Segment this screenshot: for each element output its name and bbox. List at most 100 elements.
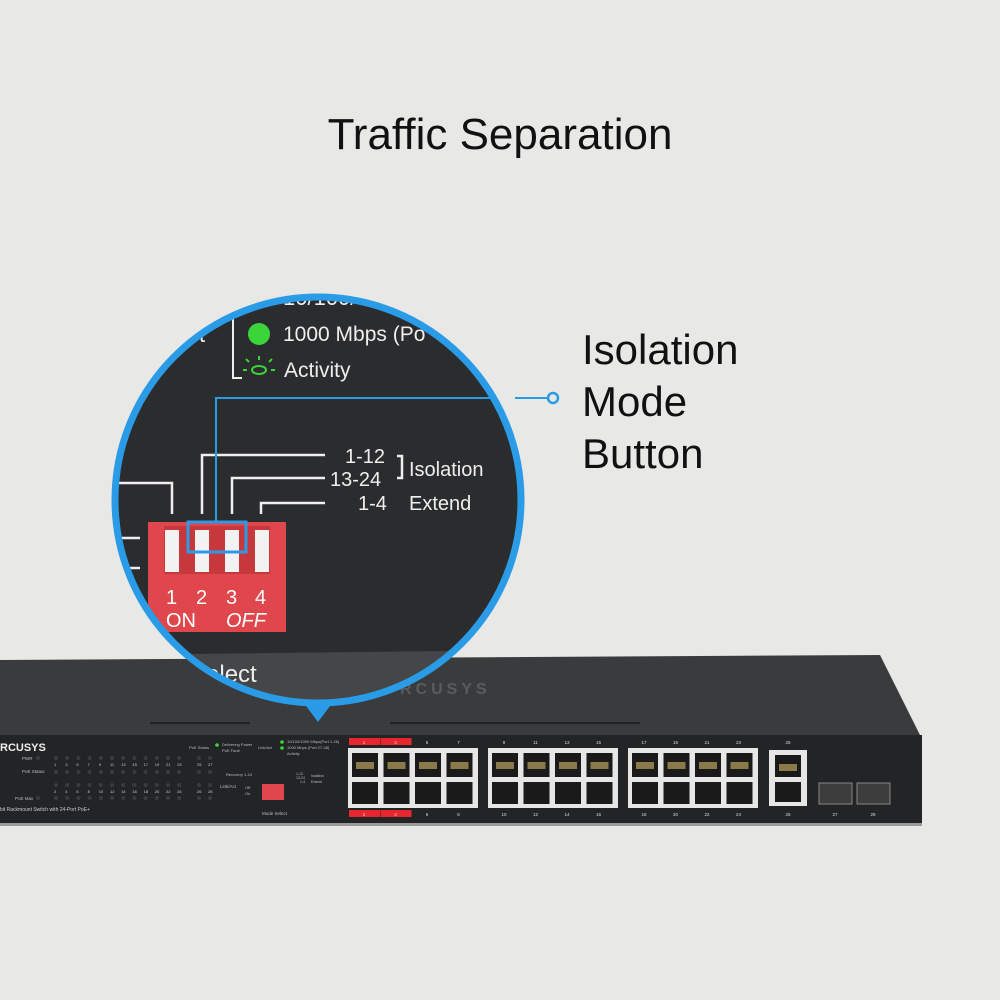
led <box>121 770 126 774</box>
green-led-icon <box>248 323 270 345</box>
dip-off-label: OFF <box>226 610 268 632</box>
port-number: 8 <box>457 812 460 817</box>
port-number: 9 <box>503 740 506 745</box>
led-number: 18 <box>144 789 149 794</box>
port-number: 14 <box>564 812 570 817</box>
port-pins <box>496 762 514 769</box>
led-number: 9 <box>99 762 102 767</box>
led-legend-icon <box>280 740 284 744</box>
callout-line-1: Isolation <box>582 326 739 373</box>
rj45-port[interactable] <box>695 782 721 804</box>
led-number: 24 <box>177 789 182 794</box>
legend-poe-item: Delivering Power <box>222 742 253 747</box>
poe-max-label: PoE Max <box>15 796 34 801</box>
port-number: 5 <box>426 740 429 745</box>
callout-line-2: Mode <box>582 378 688 425</box>
port-panel: 1234567891011121314151617181920212223242… <box>348 738 891 817</box>
callout-line-3: Button <box>582 430 704 477</box>
led-number: 21 <box>166 762 171 767</box>
network-switch: RCUSYS RCUSYS bit Rackmount Switch with … <box>0 655 922 826</box>
led-number: 16 <box>132 789 137 794</box>
sfp-port[interactable] <box>856 782 891 805</box>
dip-toggle-1[interactable] <box>165 530 179 572</box>
port-pins <box>636 762 654 769</box>
mode-select-label: Mode Select <box>262 811 288 816</box>
callout-dot <box>546 391 560 405</box>
led <box>197 783 201 787</box>
led <box>98 756 103 760</box>
led-number: 14 <box>121 789 126 794</box>
led-1000-label: 1000 Mbps (Po <box>283 323 425 346</box>
led <box>110 756 114 760</box>
led <box>154 796 159 800</box>
mini-dip-switch[interactable] <box>262 784 284 800</box>
led <box>98 796 103 800</box>
magnifier: RCUSYS 10/100/ ct 1000 Mbps (Po Activity… <box>115 297 521 703</box>
rj45-port[interactable] <box>415 782 441 804</box>
rj45-port[interactable] <box>632 782 658 804</box>
led-number: 1 <box>54 762 57 767</box>
port-pins <box>450 762 469 769</box>
led-legend-icon <box>215 743 219 747</box>
port-number: 22 <box>704 812 710 817</box>
dip-toggle-4[interactable] <box>255 530 269 572</box>
led <box>166 783 170 787</box>
led <box>110 770 114 774</box>
led-activity-label: Activity <box>284 359 351 382</box>
port-pins <box>559 762 577 769</box>
led <box>36 756 40 760</box>
led-number: 6 <box>76 789 79 794</box>
led <box>65 796 70 800</box>
port-number: 12 <box>533 812 539 817</box>
dip-number: 1 <box>166 587 177 609</box>
legend-link-item: 10/100/1000 Mbps(Port 1-26) <box>287 739 340 744</box>
mini-dip-label: 13-24 <box>296 776 305 780</box>
rj45-port[interactable] <box>492 782 518 804</box>
poe-highlight <box>380 810 412 817</box>
led <box>177 770 182 774</box>
vent-line <box>150 722 250 724</box>
led <box>98 770 103 774</box>
port-number: 10 <box>501 812 507 817</box>
port-number: 11 <box>533 740 538 745</box>
poe-highlight <box>349 738 380 745</box>
rj45-port[interactable] <box>523 782 550 804</box>
led <box>143 756 148 760</box>
led <box>110 783 114 787</box>
led-number: 4 <box>65 789 68 794</box>
led <box>208 783 212 787</box>
rj45-port[interactable] <box>446 782 473 804</box>
led <box>177 756 182 760</box>
led-number: 11 <box>110 762 115 767</box>
sfp-port[interactable] <box>818 782 853 805</box>
rj45-port[interactable] <box>586 782 613 804</box>
rj45-port[interactable] <box>352 782 378 804</box>
poe-highlight <box>380 738 412 745</box>
port-pins <box>590 762 609 769</box>
rj45-port[interactable] <box>555 782 581 804</box>
led <box>154 783 159 787</box>
rj45-port[interactable] <box>726 782 753 804</box>
led-number: 12 <box>110 789 115 794</box>
led <box>87 783 92 787</box>
rj45-port[interactable] <box>383 782 410 804</box>
led <box>143 783 148 787</box>
port-pins <box>356 762 374 769</box>
legend-link-item: 1000 Mbps (Port 27-28) <box>287 745 330 750</box>
port-number: 16 <box>596 812 602 817</box>
model-text: bit Rackmount Switch with 24-Port PoE+ <box>0 807 90 813</box>
dip-label-1-12: 1-12 <box>345 446 385 468</box>
dip-label-13-24: 13-24 <box>330 469 381 491</box>
led-legend-icon <box>280 746 284 750</box>
led <box>208 756 212 760</box>
led <box>98 783 103 787</box>
legend-poe-item: PoE Fault <box>222 748 240 753</box>
port-number: 1 <box>363 740 366 745</box>
led-number: 20 <box>155 789 160 794</box>
rj45-port[interactable] <box>775 782 801 802</box>
callout-label: Isolation Mode Button <box>582 324 738 480</box>
magnifier-pointer <box>306 706 330 722</box>
rj45-port[interactable] <box>663 782 690 804</box>
led-number: 23 <box>177 762 182 767</box>
led <box>132 770 137 774</box>
